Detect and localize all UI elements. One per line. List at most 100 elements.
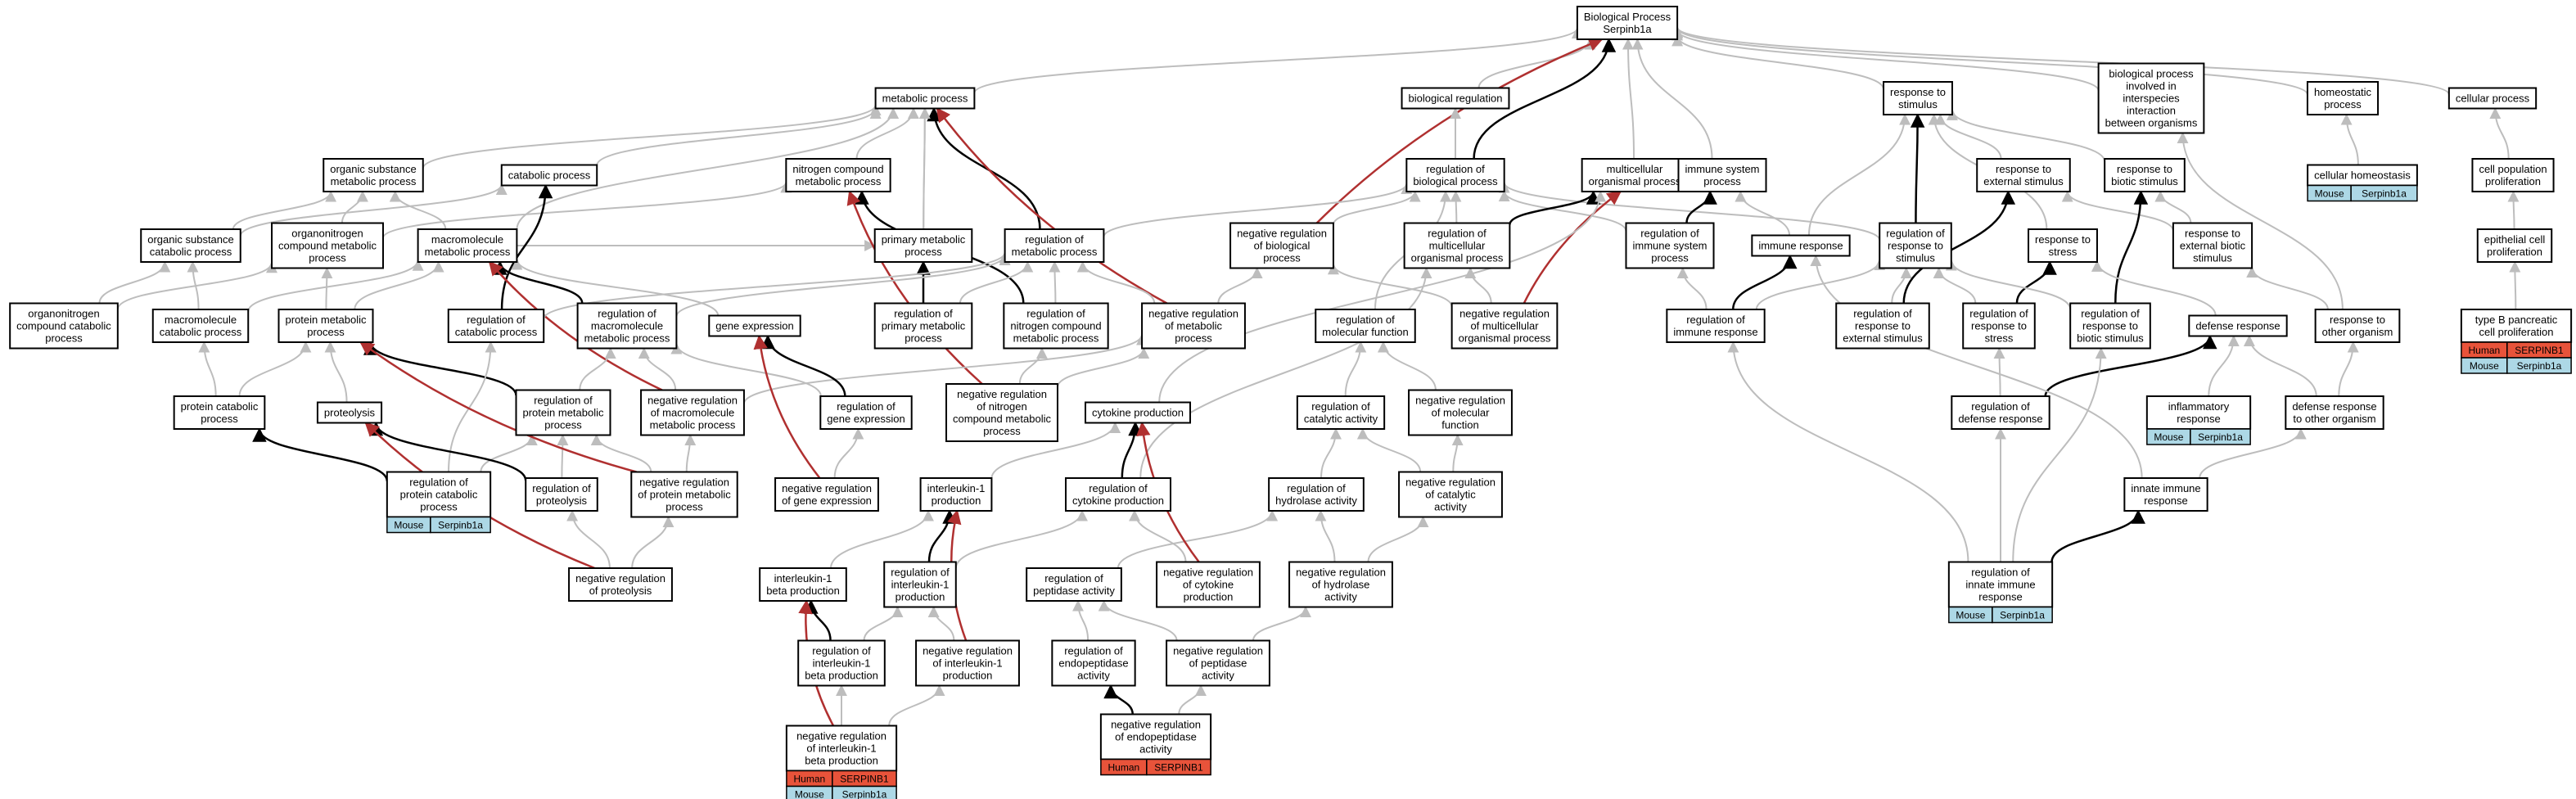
go-term-node[interactable]: cellular process xyxy=(2447,87,2538,110)
is-a-edge-strong xyxy=(363,341,517,396)
node-label-line: regulation of xyxy=(1971,567,2030,579)
is-a-edge xyxy=(1158,190,1607,403)
is-a-edge-strong xyxy=(1121,421,1143,479)
is-a-edge xyxy=(1328,263,1453,308)
node-box xyxy=(2145,395,2252,430)
node-label-line: regulation of xyxy=(1025,233,1084,246)
go-term-node[interactable]: metabolic process xyxy=(874,87,976,110)
node-label-line: regulation of xyxy=(409,476,468,489)
node-label-line: process xyxy=(1651,252,1689,264)
is-a-edge xyxy=(321,267,333,310)
go-term-node[interactable]: catabolic process xyxy=(500,164,598,187)
is-a-edge xyxy=(1344,341,1367,397)
node-label-line: regulation of xyxy=(467,314,526,326)
node-box xyxy=(1976,158,2071,192)
node-label-line: regulation of xyxy=(1969,308,2028,320)
go-term-node[interactable]: immune response xyxy=(1751,234,1851,257)
go-term-node[interactable]: cytokine production xyxy=(1084,401,1192,424)
go-term-node[interactable]: gene expression xyxy=(708,314,801,337)
node-label-line: cellular homeostasis xyxy=(2314,169,2411,182)
go-term-node[interactable]: biological regulation xyxy=(1401,87,1510,110)
go-term-node[interactable]: proteolysis xyxy=(316,401,383,424)
is-a-edge-strong xyxy=(927,509,957,562)
node-label-line: activity xyxy=(1202,670,1234,682)
go-term-node[interactable]: defense response xyxy=(2188,314,2288,337)
node-label-line: response xyxy=(2144,494,2187,507)
